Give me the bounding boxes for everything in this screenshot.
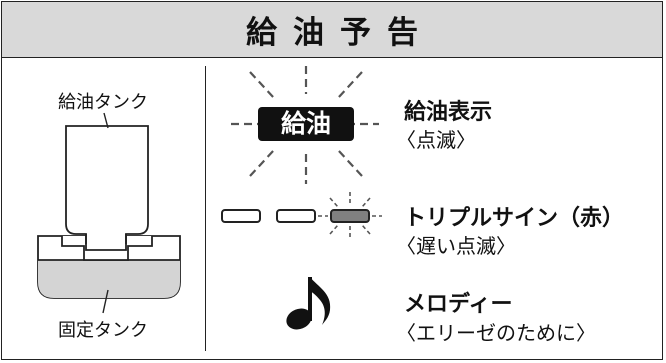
fixed-tank-leader (102, 289, 109, 314)
header-bar: 給油予告 (2, 2, 662, 58)
refuel-badge-text: 給油 (280, 109, 331, 138)
supply-tank-label: 給油タンク (58, 92, 148, 113)
refuel-indicator (231, 66, 379, 184)
lamp-2 (276, 209, 316, 223)
tank-diagram (37, 112, 181, 314)
triple-sign-title: トリプルサイン（赤） (404, 206, 625, 231)
triple-sign-lamps (221, 192, 382, 240)
triple-sign-detail: 〈遅い点滅〉 (396, 234, 516, 258)
eighth-note-icon (286, 277, 331, 330)
page-title: 給油予告 (246, 15, 434, 51)
lamp-1 (221, 209, 261, 223)
column-divider (205, 66, 206, 351)
refuel-badge (258, 107, 354, 141)
blink-rays-1 (231, 66, 379, 184)
blink-rays-2 (318, 192, 382, 240)
melody-detail: 〈エリーゼのために〉 (396, 321, 596, 345)
melody-title: メロディー (404, 292, 513, 317)
supply-tank-leader (103, 112, 109, 129)
supply-tank (65, 125, 149, 251)
refuel-display-title: 給油表示 (404, 100, 493, 125)
fixed-tank-label: 固定タンク (58, 320, 148, 341)
lamp-3-lit (330, 209, 370, 223)
fixed-tank-fuel (38, 260, 180, 298)
refuel-display-detail: 〈点滅〉 (396, 128, 476, 152)
